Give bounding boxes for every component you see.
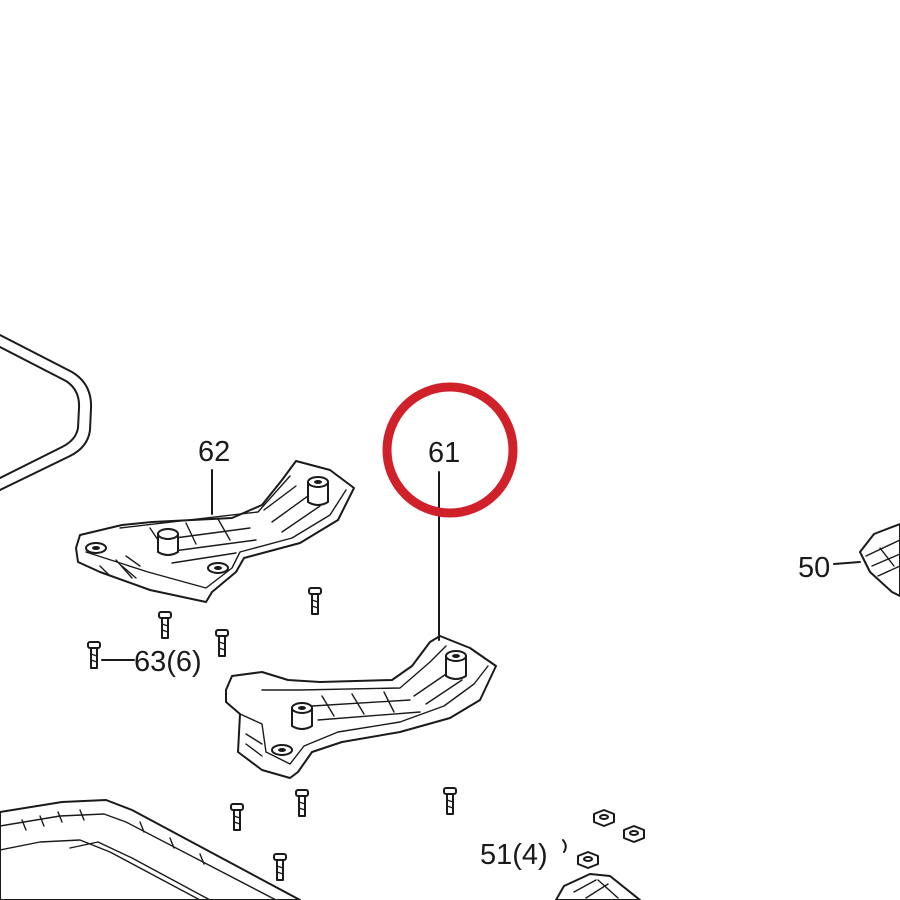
callout-61: 61	[428, 437, 460, 469]
screw	[295, 789, 309, 817]
screws-part-63	[87, 587, 457, 881]
screw	[230, 803, 244, 831]
frame-outline-partial	[0, 334, 93, 491]
highlight-circle	[382, 382, 518, 518]
nut	[577, 851, 599, 869]
base-tray-partial	[0, 799, 301, 900]
screw	[443, 787, 457, 815]
bracket-part-62	[75, 460, 355, 603]
leader-50	[833, 561, 861, 565]
callout-63: 63(6)	[134, 646, 202, 678]
leader-lines	[101, 469, 861, 661]
part-bottom-right-partial	[555, 873, 641, 900]
screw	[215, 629, 229, 657]
screw	[87, 641, 101, 669]
nut	[593, 809, 615, 827]
part-50-partial	[859, 523, 900, 597]
screw	[158, 611, 172, 639]
bracket-part-61	[225, 635, 497, 779]
nuts-part-51	[562, 809, 645, 869]
callout-62: 62	[198, 436, 230, 468]
callout-50: 50	[798, 552, 830, 584]
nut	[623, 825, 645, 843]
screw	[308, 587, 322, 615]
callout-51: 51(4)	[480, 839, 548, 871]
screw	[273, 853, 287, 881]
